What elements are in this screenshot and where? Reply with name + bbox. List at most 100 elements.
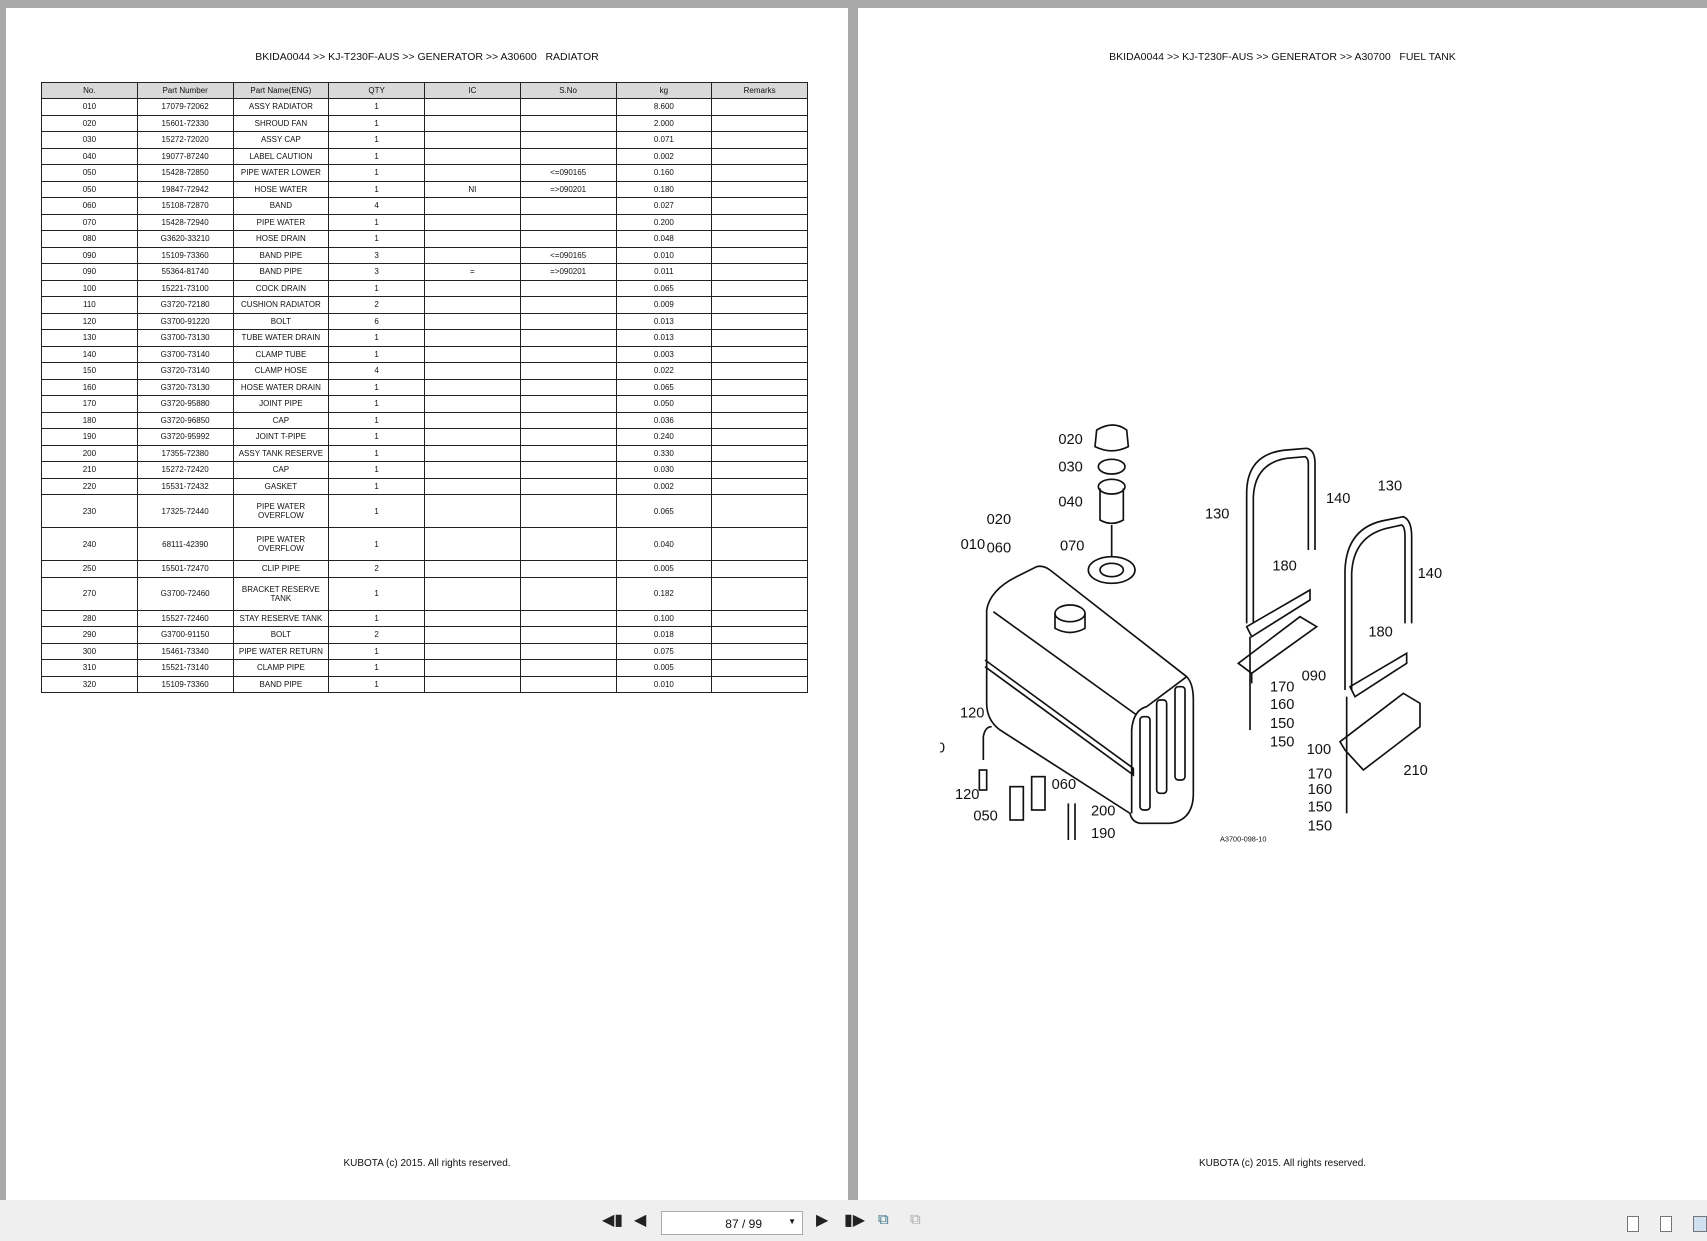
table-cell (711, 131, 808, 149)
table-cell: 130 (41, 329, 138, 347)
page-number-input[interactable]: 87 / 99 ▼ (661, 1211, 803, 1235)
callout-label: 130 (1205, 506, 1229, 522)
table-cell: PIPE WATER OVERFLOW (232, 494, 330, 528)
table-cell: 15109-73360 (136, 246, 234, 264)
chevron-down-icon[interactable]: ▼ (788, 1217, 796, 1226)
table-cell: 0.100 (615, 609, 713, 627)
table-cell (424, 246, 521, 264)
table-cell (519, 312, 617, 330)
table-cell (424, 609, 521, 627)
table-cell: 1 (328, 428, 425, 446)
table-cell: 1 (328, 659, 425, 677)
continuous-page-icon[interactable] (1660, 1216, 1672, 1232)
table-cell (519, 279, 617, 297)
table-cell: 100 (41, 279, 138, 297)
callout-label: 020 (987, 512, 1011, 528)
table-cell: 0.005 (615, 659, 713, 677)
table-cell: 230 (41, 494, 138, 528)
previous-view-icon[interactable]: ⧉ (878, 1211, 889, 1228)
table-cell: 250 (41, 560, 138, 578)
table-cell: 280 (41, 609, 138, 627)
table-cell: 150 (41, 362, 138, 380)
table-cell: 55364-81740 (136, 263, 234, 281)
table-cell: 0.200 (615, 213, 713, 231)
table-cell (711, 213, 808, 231)
table-cell: 19847-72942 (136, 180, 234, 198)
table-cell (711, 246, 808, 264)
table-cell: 0.180 (615, 180, 713, 198)
table-cell: 190 (41, 428, 138, 446)
table-cell: 120 (41, 312, 138, 330)
table-cell (519, 395, 617, 413)
table-cell: 15501-72470 (136, 560, 234, 578)
table-cell: JOINT PIPE (232, 395, 330, 413)
callout-label: 160 (1308, 782, 1332, 798)
first-page-icon[interactable]: ◀▮ (602, 1212, 624, 1229)
table-cell: 0.071 (615, 131, 713, 149)
table-cell (424, 329, 521, 347)
table-cell (424, 626, 521, 644)
table-cell: 8.600 (615, 98, 713, 116)
table-cell: 160 (41, 378, 138, 396)
table-cell: 2.000 (615, 114, 713, 132)
table-cell: 15428-72850 (136, 164, 234, 182)
table-cell (711, 576, 808, 611)
table-cell: 140 (41, 345, 138, 363)
table-cell: 1 (328, 609, 425, 627)
last-page-icon[interactable]: ▮▶ (844, 1212, 866, 1229)
table-cell (519, 345, 617, 363)
table-cell: 15527-72460 (136, 609, 234, 627)
table-cell: 2 (328, 626, 425, 644)
table-cell (519, 494, 617, 528)
table-cell: 0.075 (615, 642, 713, 660)
table-cell: 0.065 (615, 279, 713, 297)
callout-label: 120 (955, 787, 979, 803)
table-cell: 1 (328, 378, 425, 396)
table-cell: 3 (328, 246, 425, 264)
column-header: S.No (519, 82, 617, 99)
table-cell: 15531-72432 (136, 477, 234, 495)
next-page-icon[interactable]: ▶ (816, 1212, 829, 1229)
table-cell: 15272-72420 (136, 461, 234, 479)
table-cell: 180 (41, 411, 138, 429)
table-cell: =>090201 (519, 263, 617, 281)
table-cell: 0.065 (615, 494, 713, 528)
table-cell (424, 98, 521, 116)
table-cell: 0.013 (615, 329, 713, 347)
table-cell (711, 675, 808, 693)
table-cell: 15108-72870 (136, 197, 234, 215)
page-title: BKIDA0044 >> KJ-T230F-AUS >> GENERATOR >… (1109, 51, 1456, 63)
table-cell: 0.005 (615, 560, 713, 578)
table-cell (519, 461, 617, 479)
table-cell: 17079-72062 (136, 98, 234, 116)
previous-page-icon[interactable]: ◀ (634, 1212, 647, 1229)
table-cell (519, 378, 617, 396)
table-cell (711, 659, 808, 677)
table-cell: CLAMP TUBE (232, 345, 330, 363)
table-cell: 320 (41, 675, 138, 693)
table-cell: 1 (328, 329, 425, 347)
facing-pages-icon[interactable] (1693, 1216, 1707, 1232)
table-cell: 0.050 (615, 395, 713, 413)
table-cell: G3720-96850 (136, 411, 234, 429)
table-cell (711, 411, 808, 429)
table-cell: 0.003 (615, 345, 713, 363)
single-page-icon[interactable] (1627, 1216, 1639, 1232)
table-cell: 15221-73100 (136, 279, 234, 297)
callout-label: 140 (1326, 491, 1350, 507)
table-cell: BAND PIPE (232, 263, 330, 281)
next-view-icon[interactable]: ⧉ (910, 1211, 921, 1228)
table-cell (519, 560, 617, 578)
tank-body (985, 565, 1195, 825)
